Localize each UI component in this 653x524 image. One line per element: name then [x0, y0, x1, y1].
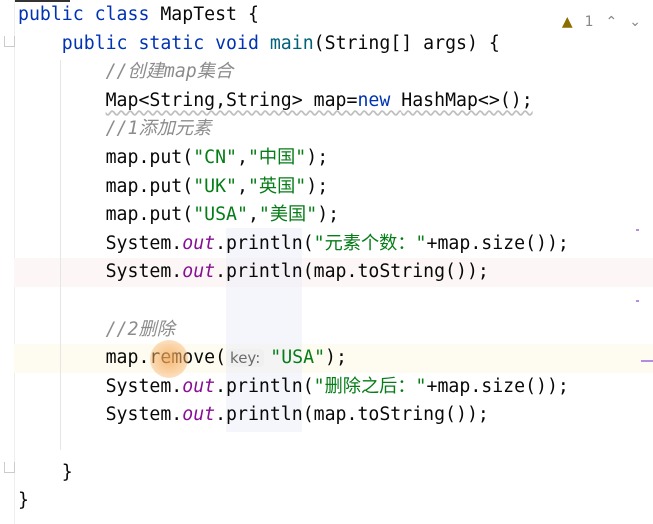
- code-token: );: [325, 347, 347, 369]
- code-token: ,: [247, 204, 259, 226]
- code-token: map.remove(: [18, 347, 227, 369]
- code-line[interactable]: System.out.println(map.toString());: [18, 257, 489, 286]
- warning-icon[interactable]: ▲: [561, 14, 573, 30]
- code-token: );: [306, 147, 329, 168]
- selection-highlight: [226, 228, 302, 432]
- code-line[interactable]: public class MapTest {: [18, 0, 259, 29]
- code-token: }: [18, 461, 73, 483]
- code-token: [18, 118, 106, 139]
- code-token: new: [357, 89, 402, 111]
- code-token: [18, 90, 106, 111]
- code-token: [18, 319, 106, 340]
- code-token: }: [18, 490, 29, 512]
- code-token: map.put(: [18, 175, 194, 197]
- code-token: +map.size());: [426, 375, 569, 397]
- scroll-edge: [0, 0, 70, 2]
- code-token: "元素个数：": [313, 232, 427, 254]
- code-line[interactable]: System.out.println("元素个数："+map.size());: [18, 229, 569, 258]
- code-token: out: [182, 404, 216, 426]
- scrollbar-marker[interactable]: [636, 300, 639, 302]
- code-line[interactable]: map.put("CN","中国");: [18, 143, 329, 172]
- current-line-highlight: [14, 344, 653, 373]
- code-line[interactable]: map.put("USA","美国");: [18, 200, 340, 229]
- code-token: "英国": [247, 175, 307, 197]
- fold-marker-icon[interactable]: [4, 462, 15, 473]
- code-token: (String[] args) {: [313, 32, 500, 54]
- code-token: //创建map集合: [105, 61, 234, 83]
- code-token: "中国": [247, 147, 307, 168]
- code-token: "UK": [193, 175, 238, 197]
- code-line[interactable]: public static void main(String[] args) {: [18, 29, 500, 58]
- code-line[interactable]: System.out.println(map.toString());: [18, 400, 489, 429]
- code-line[interactable]: }: [18, 458, 73, 487]
- code-token: Map<String,String> map=: [105, 89, 358, 111]
- mouse-cursor-highlight: [150, 340, 188, 378]
- warning-count: 1: [584, 14, 594, 30]
- code-line[interactable]: //1添加元素: [18, 114, 212, 143]
- code-token: out: [182, 232, 216, 254]
- inspection-widget[interactable]: ▲ 1 ⌃ ⌄: [562, 14, 641, 30]
- line-highlight: [14, 258, 653, 287]
- code-token: "美国": [258, 204, 318, 226]
- code-token: System.: [18, 232, 183, 254]
- code-token: System.: [18, 261, 183, 283]
- scrollbar-marker[interactable]: [636, 229, 639, 231]
- parameter-hint: key:: [226, 349, 265, 368]
- code-token: MapTest {: [160, 4, 259, 25]
- code-token: System.: [18, 404, 183, 426]
- code-token: );: [317, 204, 340, 226]
- code-token: //2删除: [105, 318, 175, 340]
- code-line[interactable]: //2删除: [18, 315, 175, 344]
- code-token: ,: [237, 175, 248, 197]
- code-token: out: [182, 375, 216, 397]
- code-token: "CN": [193, 147, 238, 168]
- code-token: );: [306, 175, 329, 197]
- code-token: out: [182, 261, 216, 283]
- code-token: HashMap<>();: [401, 89, 533, 111]
- code-token: [18, 61, 106, 82]
- code-token: "删除之后：": [313, 375, 427, 397]
- code-line[interactable]: }: [18, 486, 29, 515]
- code-token: .println(map.toString());: [215, 404, 489, 426]
- code-line[interactable]: //创建map集合: [18, 57, 234, 86]
- code-token: System.: [18, 375, 183, 397]
- code-token: .println(: [215, 375, 314, 397]
- code-line[interactable]: System.out.println("删除之后："+map.size());: [18, 372, 569, 401]
- code-token: "USA": [193, 204, 248, 226]
- fold-marker-icon[interactable]: [4, 36, 15, 47]
- code-token: .println(: [215, 232, 314, 254]
- scrollbar-marker[interactable]: [641, 360, 653, 362]
- code-line[interactable]: map.put("UK","英国");: [18, 172, 329, 201]
- code-token: public static void: [18, 32, 270, 54]
- code-token: .println(map.toString());: [215, 261, 489, 283]
- next-highlight-icon[interactable]: ⌄: [629, 14, 641, 30]
- code-token: map.put(: [18, 147, 194, 168]
- previous-highlight-icon[interactable]: ⌃: [605, 14, 618, 30]
- code-token: "USA": [270, 347, 326, 369]
- code-token: +map.size());: [426, 232, 569, 254]
- code-token: public class: [18, 4, 161, 25]
- indent-guide: [60, 60, 61, 450]
- code-token: //1添加元素: [105, 118, 212, 140]
- editor-gutter: [0, 0, 15, 524]
- code-token: main: [269, 32, 314, 54]
- code-line[interactable]: Map<String,String> map=new HashMap<>();: [18, 86, 533, 115]
- code-token: ,: [237, 147, 248, 168]
- code-token: map.put(: [18, 204, 194, 226]
